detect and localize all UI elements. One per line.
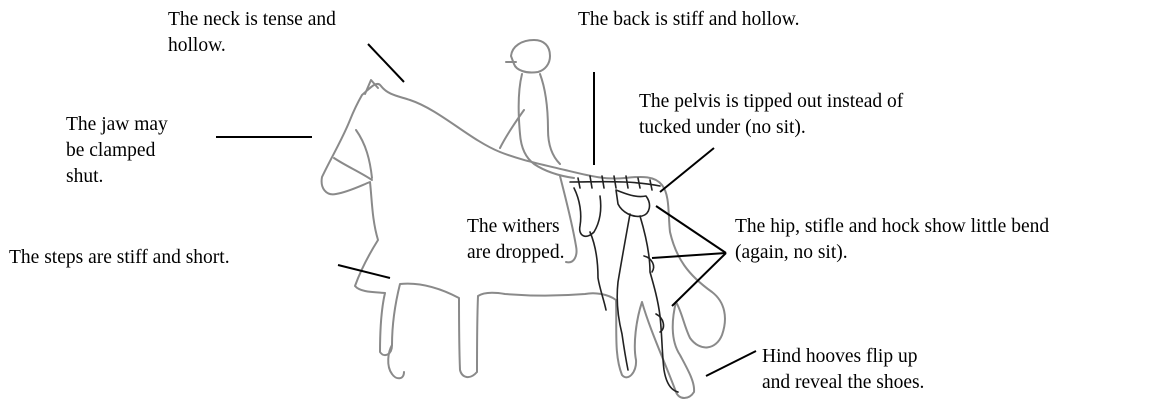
neck-annotation: The neck is tense and hollow. (168, 7, 336, 59)
skeleton-sketch (570, 176, 678, 392)
leader-pelvis (660, 148, 714, 192)
withers-annotation-line-2: are dropped. (467, 242, 564, 263)
steps-annotation-line-1: The steps are stiff and short. (9, 247, 230, 268)
neck-annotation-line-2: hollow. (168, 35, 226, 56)
steps-annotation: The steps are stiff and short. (9, 245, 230, 271)
back-annotation-line-1: The back is stiff and hollow. (578, 9, 800, 30)
hip-annotation: The hip, stifle and hock show little ben… (735, 214, 1049, 266)
jaw-annotation-line-3: shut. (66, 166, 103, 187)
pelvis-annotation-line-2: tucked under (no sit). (639, 117, 806, 138)
leader-hip-to-hip (656, 206, 726, 253)
leader-hip-to-stifle (652, 253, 726, 258)
jaw-annotation-line-2: be clamped (66, 140, 155, 161)
hip-annotation-line-2: (again, no sit). (735, 242, 848, 263)
pelvis-annotation: The pelvis is tipped out instead of tuck… (639, 89, 903, 141)
back-annotation: The back is stiff and hollow. (578, 7, 800, 33)
withers-annotation-line-1: The withers (467, 216, 560, 237)
hooves-annotation-line-1: Hind hooves flip up (762, 346, 917, 367)
neck-annotation-line-1: The neck is tense and (168, 9, 336, 30)
leader-neck (368, 44, 404, 82)
hooves-annotation-line-2: and reveal the shoes. (762, 372, 924, 393)
jaw-annotation-line-1: The jaw may (66, 114, 168, 135)
leader-hooves (706, 351, 756, 376)
hooves-annotation: Hind hooves flip up and reveal the shoes… (762, 344, 924, 396)
hip-annotation-line-1: The hip, stifle and hock show little ben… (735, 216, 1049, 237)
withers-annotation: The withers are dropped. (467, 214, 564, 266)
pelvis-annotation-line-1: The pelvis is tipped out instead of (639, 91, 903, 112)
jaw-annotation: The jaw may be clamped shut. (66, 112, 168, 190)
